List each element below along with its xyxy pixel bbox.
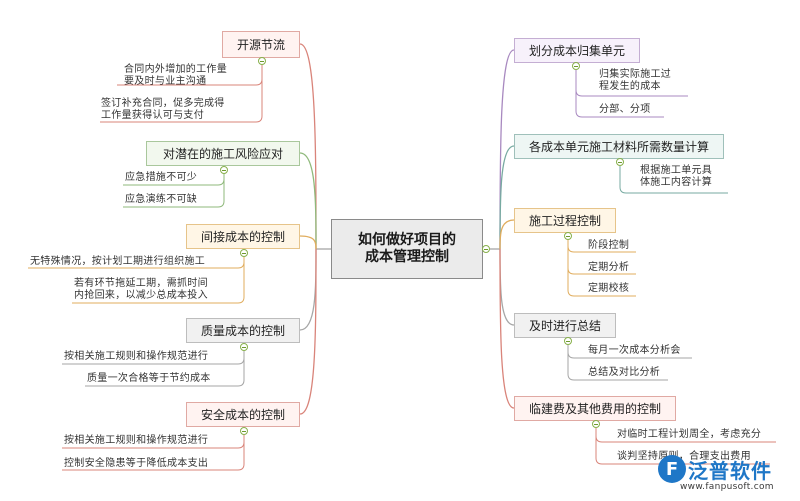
link-summary bbox=[499, 248, 515, 326]
underline-quality-2 bbox=[85, 351, 245, 387]
link-temp-expenses bbox=[499, 248, 515, 409]
link-risk-response bbox=[299, 152, 317, 250]
branch-material-calc-toggle[interactable] bbox=[616, 158, 624, 166]
branch-process-control-label: 施工过程控制 bbox=[528, 214, 601, 228]
root-node[interactable]: 如何做好项目的 成本管理控制 bbox=[331, 219, 483, 279]
branch-open-source-label: 开源节流 bbox=[236, 38, 285, 52]
leaf-safety-1: 按相关施工规则和操作规范进行 bbox=[64, 435, 209, 446]
leaf-indirect-2: 若有环节拖延工期，需抓时间 内抢回来，以减少总成本投入 bbox=[74, 278, 208, 301]
underline-temp-2 bbox=[595, 428, 770, 465]
leaf-risk-1: 应急措施不可少 bbox=[125, 172, 198, 183]
branch-cost-units-label: 划分成本归集单元 bbox=[528, 44, 625, 58]
branch-temp-expenses-toggle[interactable] bbox=[592, 420, 600, 428]
branch-risk-response-toggle[interactable] bbox=[220, 166, 228, 174]
branch-process-control-toggle[interactable] bbox=[564, 232, 572, 240]
leaf-process-3: 定期校核 bbox=[588, 283, 630, 294]
logo-url: www.fanpusoft.com bbox=[680, 482, 774, 492]
leaf-process-1: 阶段控制 bbox=[588, 240, 630, 251]
branch-cost-units[interactable]: 划分成本归集单元 bbox=[514, 38, 640, 63]
branch-safety-cost-label: 安全成本的控制 bbox=[200, 408, 285, 422]
branch-safety-cost[interactable]: 安全成本的控制 bbox=[186, 402, 300, 427]
fanpu-logo: F 泛普软件 www.fanpusoft.com bbox=[658, 455, 798, 497]
link-open-source bbox=[299, 43, 317, 250]
underline-risk-2 bbox=[123, 174, 225, 208]
leaf-material-1: 根据施工单元具 体施工内容计算 bbox=[640, 165, 713, 188]
leaf-indirect-1: 无特殊情况，按计划工期进行组织施工 bbox=[30, 256, 206, 267]
branch-temp-expenses-label: 临建费及其他费用的控制 bbox=[528, 402, 661, 416]
branch-summary-toggle[interactable] bbox=[564, 337, 572, 345]
root-collapse-toggle[interactable] bbox=[482, 245, 490, 253]
link-material-calc bbox=[499, 145, 515, 250]
root-title-line-1: 如何做好项目的 bbox=[358, 232, 456, 248]
branch-indirect-cost-label: 间接成本的控制 bbox=[200, 230, 285, 244]
leaf-process-2: 定期分析 bbox=[588, 262, 630, 273]
branch-material-calc[interactable]: 各成本单元施工材料所需数量计算 bbox=[514, 134, 724, 159]
branch-indirect-cost[interactable]: 间接成本的控制 bbox=[186, 224, 300, 249]
link-cost-units bbox=[499, 49, 515, 250]
leaf-open-source-2: 签订补充合同，促多完成得 工作量获得认可与支付 bbox=[101, 98, 225, 121]
underline-material-1 bbox=[619, 166, 728, 194]
leaf-units-1: 归集实际施工过 程发生的成本 bbox=[599, 69, 672, 92]
branch-material-calc-label: 各成本单元施工材料所需数量计算 bbox=[528, 140, 709, 154]
leaf-summary-2: 总结及对比分析 bbox=[588, 367, 661, 378]
leaf-quality-2: 质量一次合格等于节约成本 bbox=[87, 373, 211, 384]
leaf-quality-1: 按相关施工规则和操作规范进行 bbox=[64, 351, 209, 362]
leaf-units-2: 分部、分项 bbox=[599, 104, 651, 115]
leaf-summary-1: 每月一次成本分析会 bbox=[588, 345, 681, 356]
underline-indirect-2 bbox=[72, 257, 245, 304]
branch-quality-cost[interactable]: 质量成本的控制 bbox=[186, 318, 300, 343]
branch-cost-units-toggle[interactable] bbox=[572, 62, 580, 70]
underline-units-2 bbox=[575, 70, 664, 118]
underline-process-3 bbox=[567, 240, 636, 297]
leaf-temp-2: 谈判坚持原则，合理支出费用 bbox=[617, 451, 751, 462]
branch-quality-cost-toggle[interactable] bbox=[240, 343, 248, 351]
logo-name: 泛普软件 bbox=[688, 459, 772, 483]
branch-summary-label: 及时进行总结 bbox=[528, 319, 601, 333]
branch-risk-response[interactable]: 对潜在的施工风险应对 bbox=[146, 141, 300, 166]
branch-process-control[interactable]: 施工过程控制 bbox=[514, 208, 616, 233]
branch-open-source[interactable]: 开源节流 bbox=[222, 31, 300, 58]
root-title-line-2: 成本管理控制 bbox=[365, 249, 449, 265]
leaf-risk-2: 应急演练不可缺 bbox=[125, 194, 198, 205]
logo-badge-icon: F bbox=[658, 455, 686, 483]
link-process-control bbox=[499, 219, 515, 250]
link-indirect-cost bbox=[299, 235, 317, 250]
branch-open-source-toggle[interactable] bbox=[258, 57, 266, 65]
leaf-temp-1: 对临时工程计划周全，考虑充分 bbox=[617, 429, 762, 440]
underline-open-source-2 bbox=[100, 65, 263, 123]
underline-summary-2 bbox=[567, 345, 668, 381]
leaf-safety-2: 控制安全隐患等于降低成本支出 bbox=[64, 458, 209, 469]
link-quality-cost bbox=[299, 248, 317, 331]
branch-risk-response-label: 对潜在的施工风险应对 bbox=[162, 147, 283, 161]
underline-safety-2 bbox=[62, 435, 245, 471]
link-safety-cost bbox=[299, 248, 317, 415]
branch-temp-expenses[interactable]: 临建费及其他费用的控制 bbox=[514, 396, 676, 421]
branch-quality-cost-label: 质量成本的控制 bbox=[200, 324, 285, 338]
branch-safety-cost-toggle[interactable] bbox=[240, 427, 248, 435]
leaf-open-source-1: 合同内外增加的工作量 要及时与业主沟通 bbox=[124, 64, 227, 87]
branch-summary[interactable]: 及时进行总结 bbox=[514, 313, 616, 338]
branch-indirect-cost-toggle[interactable] bbox=[240, 249, 248, 257]
